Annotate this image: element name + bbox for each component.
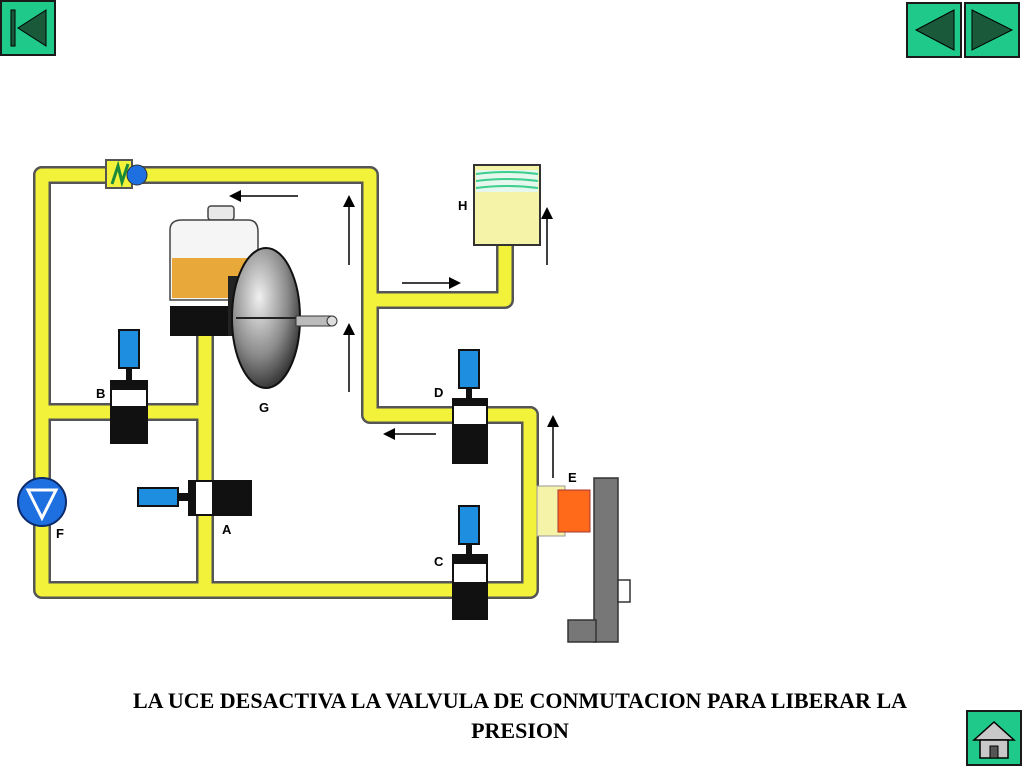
brake-disc	[567, 477, 631, 643]
first-slide-button[interactable]	[0, 0, 56, 56]
label-c: C	[434, 554, 444, 569]
home-button[interactable]	[966, 710, 1022, 766]
first-slide-icon	[10, 9, 47, 47]
slide-caption: LA UCE DESACTIVA LA VALVULA DE CONMUTACI…	[40, 686, 1000, 746]
label-f: F	[56, 526, 64, 541]
check-valve	[105, 159, 148, 189]
wheel-piston-e: E	[557, 470, 591, 533]
label-d: D	[434, 385, 443, 400]
valve-b: B	[96, 329, 148, 444]
previous-slide-icon	[914, 9, 955, 51]
label-a: A	[222, 522, 232, 537]
previous-slide-button[interactable]	[906, 2, 962, 58]
caption-line-2: PRESION	[471, 718, 569, 743]
reservoir-h: H	[458, 164, 541, 246]
next-slide-button[interactable]	[964, 2, 1020, 58]
valve-a: A	[137, 480, 252, 537]
label-e: E	[568, 470, 577, 485]
hydraulic-circuit-diagram: H G B A D	[17, 159, 631, 643]
valve-c: C	[434, 505, 488, 620]
caption-line-1: LA UCE DESACTIVA LA VALVULA DE CONMUTACI…	[132, 688, 908, 713]
flow-arrows	[229, 190, 559, 478]
next-slide-icon	[971, 9, 1014, 51]
valve-d: D	[434, 349, 488, 464]
label-h: H	[458, 198, 467, 213]
label-b: B	[96, 386, 105, 401]
master-cylinder-booster-g: G	[169, 205, 338, 415]
pump-f: F	[17, 477, 67, 541]
home-icon	[972, 720, 1016, 759]
label-g: G	[259, 400, 269, 415]
